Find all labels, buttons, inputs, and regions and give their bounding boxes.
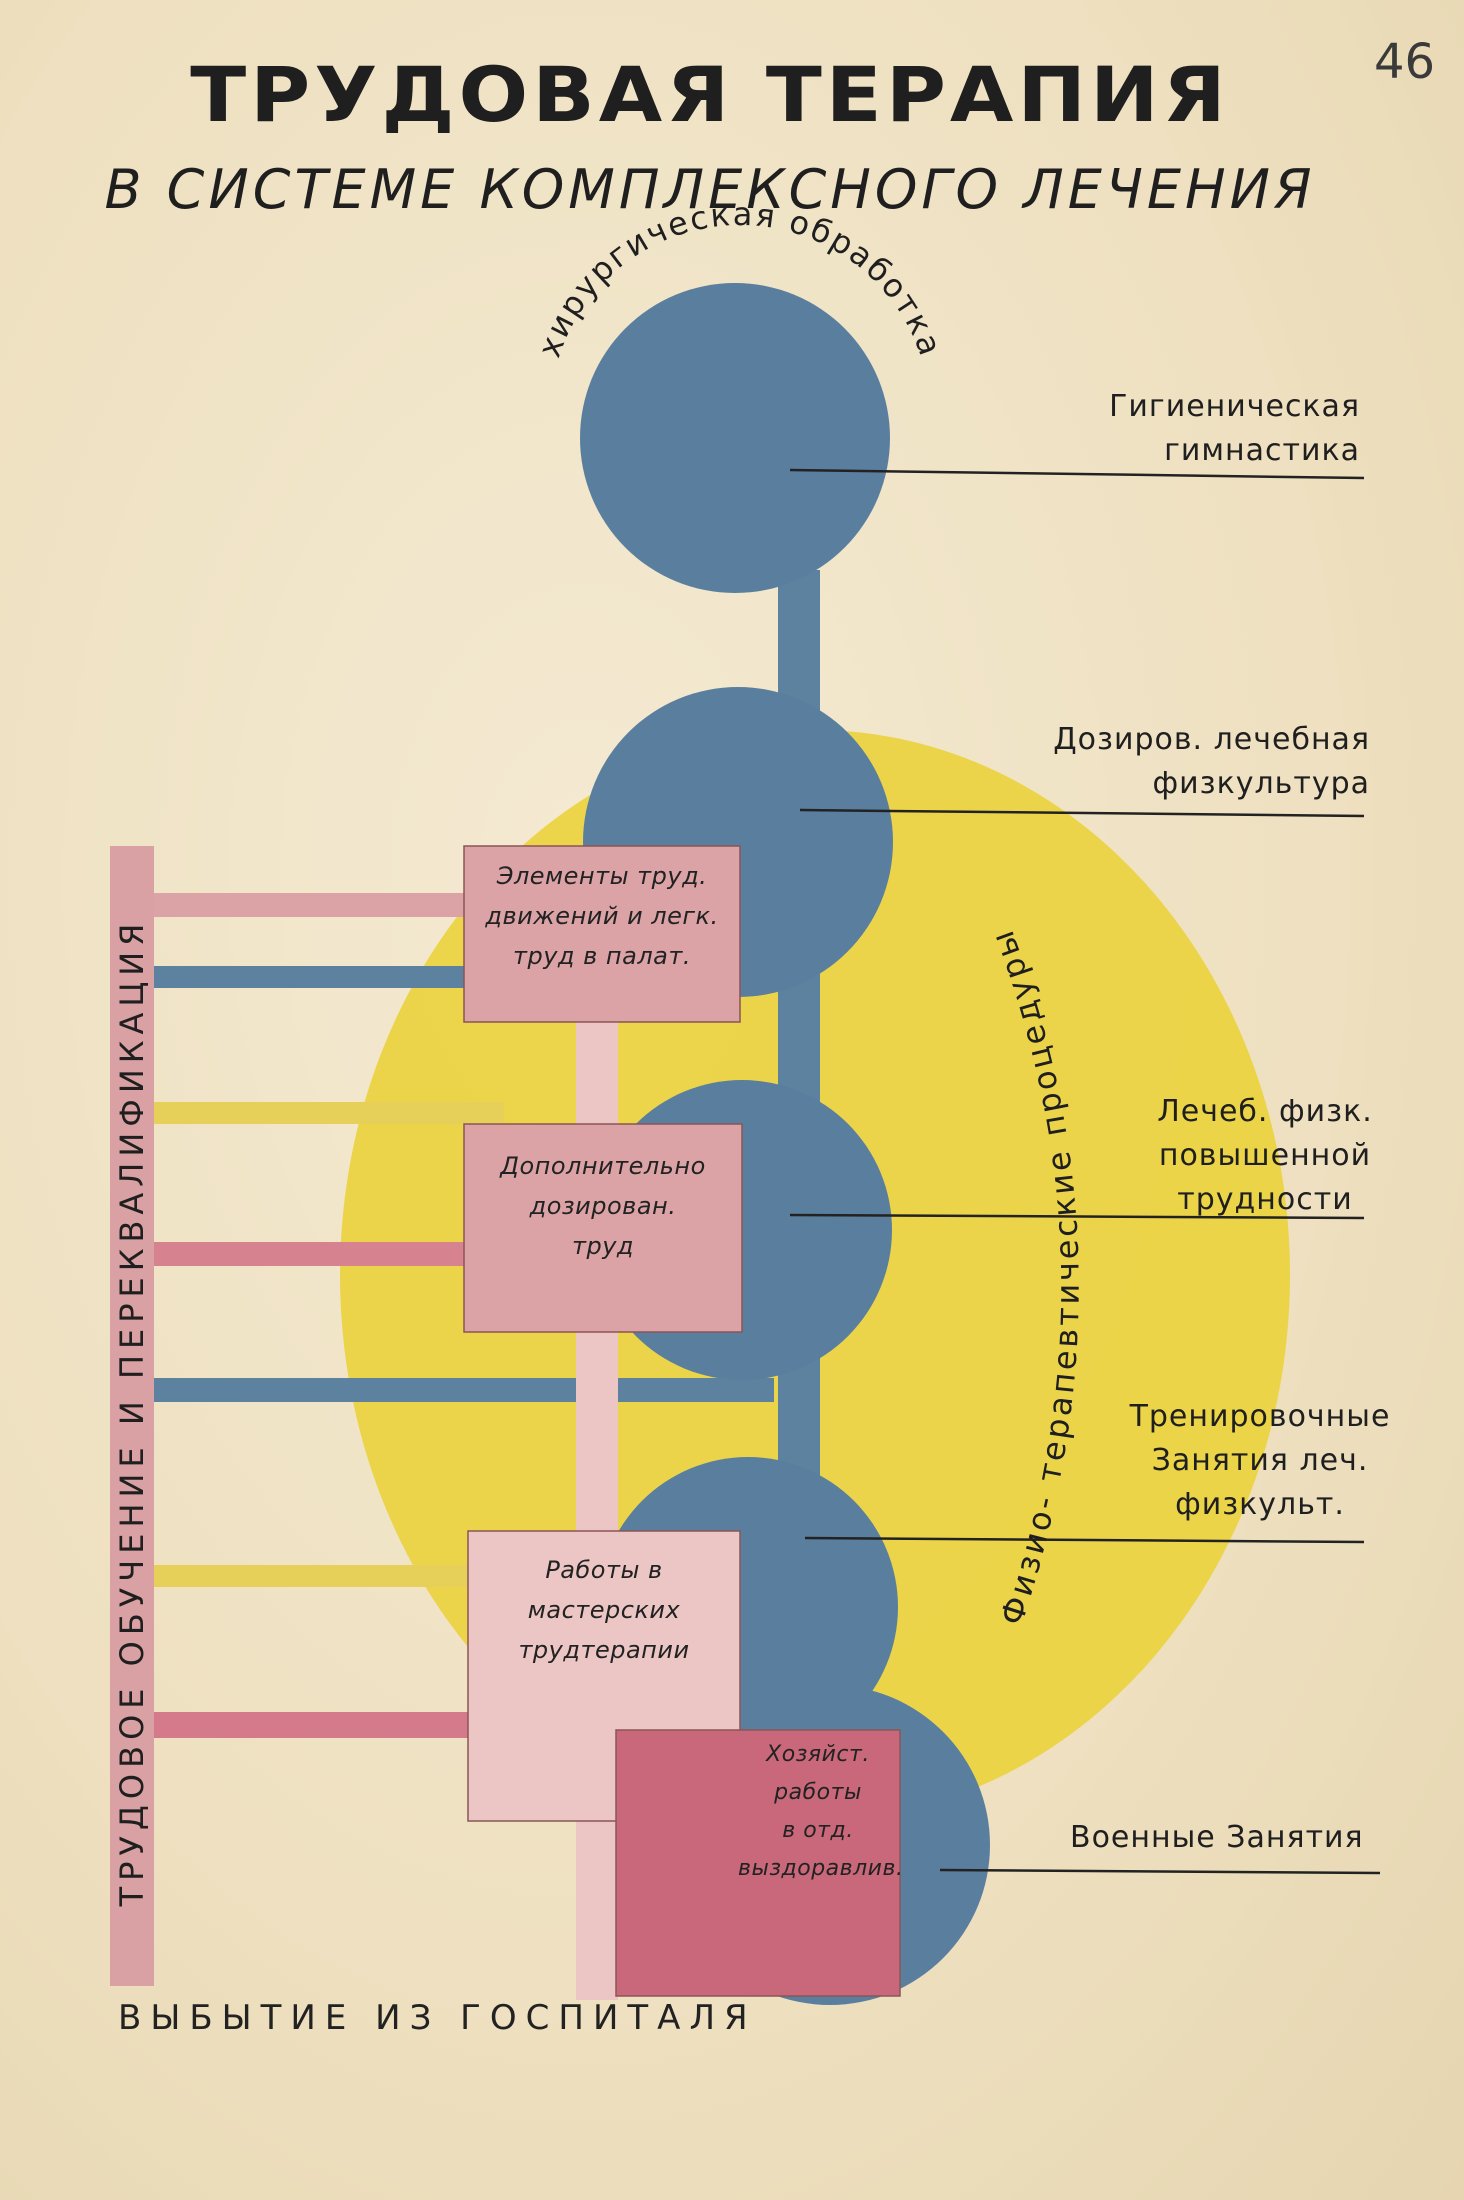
label-line-text: Занятия леч.	[1151, 1443, 1369, 1478]
requalification-label: ТРУДОВОЕ ОБУЧЕНИЕ И ПЕРЕКВАЛИФИКАЦИЯ	[113, 918, 151, 1908]
label-line-text: физкульт.	[1175, 1487, 1345, 1522]
label-line-text: Военные Занятия	[1070, 1820, 1364, 1855]
work-box	[463, 1123, 743, 1333]
discharge-label: ВЫБЫТИЕ ИЗ ГОСПИТАЛЯ	[118, 1998, 757, 2038]
label-dosed-physical-culture: Дозиров. лечебная физкультура	[900, 718, 1370, 806]
work-box	[615, 1729, 901, 1997]
box-text-workshop-labor: Работы в мастерских трудтерапии	[470, 1550, 738, 1670]
connector-bar-pink	[154, 893, 470, 917]
page-number: 46	[1374, 34, 1436, 90]
label-line	[789, 1213, 1365, 1220]
work-box	[463, 845, 741, 1023]
connector-bar-blue	[154, 1378, 774, 1402]
label-line-text: Тренировочные	[1129, 1399, 1391, 1434]
label-line-text: гимнастика	[1164, 433, 1360, 468]
connector-bar-blue	[154, 966, 470, 988]
label-line-text: Лечеб. физк.	[1157, 1094, 1373, 1129]
label-military-training: Военные Занятия	[1070, 1816, 1390, 1860]
label-line	[799, 808, 1365, 818]
connector-bar-pink	[154, 1712, 470, 1738]
box-line-text: трудтерапии	[518, 1636, 690, 1664]
label-line	[804, 1536, 1365, 1544]
box-line-text: Хозяйст.	[766, 1742, 870, 1767]
connector-bar-yellow	[154, 1565, 470, 1587]
main-title: ТРУДОВАЯ ТЕРАПИЯ	[190, 51, 1230, 140]
box-line-text: труд	[571, 1232, 634, 1260]
connector-bar-pink	[154, 1242, 470, 1266]
requalification-bar	[110, 846, 154, 1986]
box-line-text: Работы в	[545, 1556, 663, 1584]
label-line-text: повышенной	[1158, 1138, 1372, 1173]
treatment-circle	[580, 283, 890, 593]
label-line-text: Дозиров. лечебная	[1053, 722, 1370, 757]
box-line-text: в отд.	[782, 1818, 854, 1843]
box-line-text: движений и легк.	[485, 902, 719, 930]
label-line-text: трудности	[1177, 1182, 1353, 1217]
label-line	[939, 1868, 1381, 1875]
box-line-text: дозирован.	[529, 1192, 677, 1220]
box-text-ward-labor: Элементы труд. движений и легк. труд в п…	[466, 856, 738, 976]
box-line-text: Элементы труд.	[496, 862, 708, 890]
box-line-text: выздоравлив.	[738, 1856, 904, 1881]
label-line	[789, 468, 1365, 480]
box-line-text: Дополнительно	[500, 1152, 706, 1180]
box-text-household-work: Хозяйст. работы в отд. выздоравлив.	[738, 1736, 904, 1888]
label-line-text: Гигиеническая	[1109, 389, 1360, 424]
label-increased-difficulty: Лечеб. физк. повышенной трудности	[1150, 1090, 1380, 1222]
label-line-text: физкультура	[1152, 766, 1370, 801]
box-text-dosed-labor: Дополнительно дозирован. труд	[466, 1146, 740, 1266]
box-line-text: труд в палат.	[513, 942, 691, 970]
subtitle: В СИСТЕМЕ КОМПЛЕКСНОГО ЛЕЧЕНИЯ	[104, 158, 1316, 221]
connector-bar-yellow	[154, 1102, 504, 1124]
label-hygienic-gymnastics: Гигиеническая гимнастика	[940, 385, 1360, 473]
box-line-text: мастерских	[527, 1596, 681, 1624]
label-training-sessions: Тренировочные Занятия леч. физкульт.	[1120, 1395, 1400, 1527]
box-line-text: работы	[774, 1780, 862, 1805]
